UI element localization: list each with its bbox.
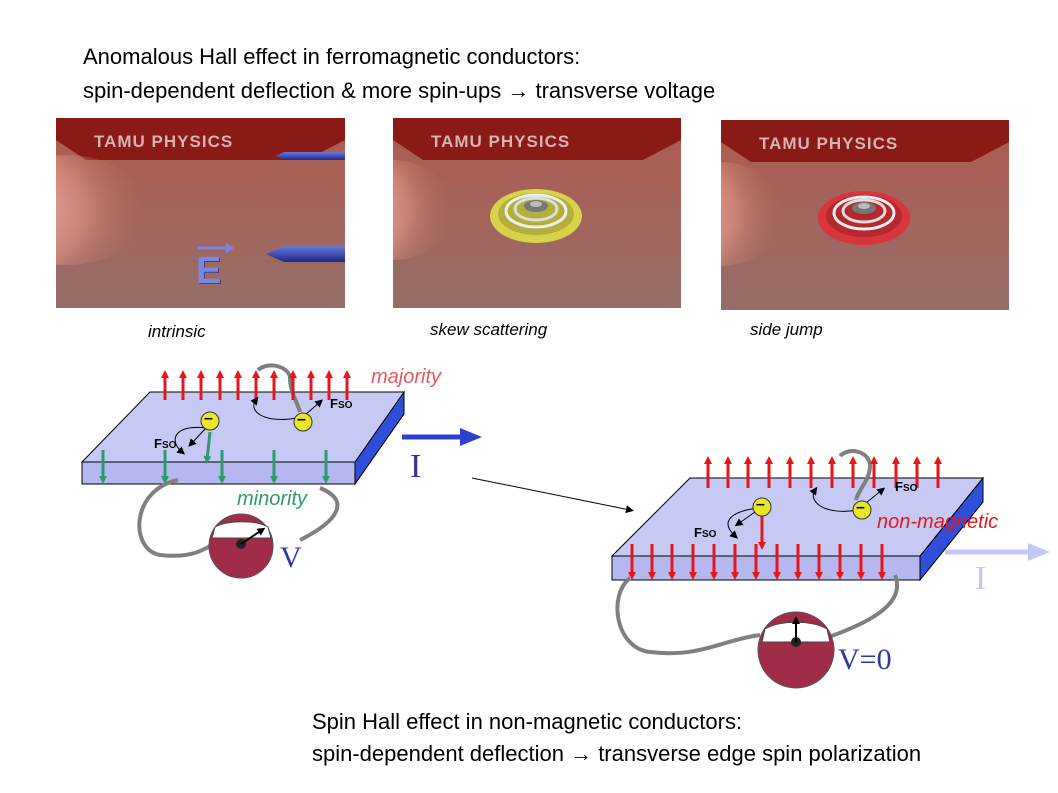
wire (838, 449, 873, 501)
up-spin-arrows-right (704, 456, 942, 488)
right-electrons (727, 486, 886, 550)
current-arrow-left (402, 428, 482, 446)
current-label-right: I (975, 560, 987, 597)
force-subscript: SO (337, 400, 353, 411)
majority-label: majority (371, 366, 442, 388)
voltage-label-left: V (280, 541, 302, 574)
panel-skew-scattering: TAMU PHYSICS (393, 118, 681, 308)
down-spin-arrows-right (628, 544, 886, 580)
panel-banner: TAMU PHYSICS (431, 132, 571, 151)
aHE-title-line1: Anomalous Hall effect in ferromagnetic c… (83, 44, 581, 69)
voltage-label-right: V=0 (838, 643, 892, 676)
she-title-line1: Spin Hall effect in non-magnetic conduct… (312, 709, 743, 734)
wire (615, 576, 761, 656)
wire (299, 486, 340, 542)
minority-label: minority (237, 488, 308, 510)
panel-banner: TAMU PHYSICS (759, 134, 899, 153)
she-title-line2: spin-dependent deflection → transverse e… (312, 741, 922, 766)
electron-sign: – (756, 496, 765, 513)
voltmeter-left (208, 513, 274, 579)
force-subscript: SO (161, 440, 177, 451)
force-symbol: F (154, 436, 162, 451)
current-label-left: I (410, 448, 422, 485)
force-label-left-2: FSO (154, 436, 176, 451)
current-arrow-right (945, 543, 1050, 561)
force-subscript: SO (701, 529, 717, 540)
panel-side-jump: TAMU PHYSICS (721, 120, 1009, 310)
wire (819, 574, 900, 642)
electric-field-label: E (196, 250, 222, 292)
caption-side-jump: side jump (750, 320, 823, 339)
majority-spin-arrows (161, 370, 351, 400)
force-label-right-1: FSO (895, 479, 917, 494)
force-symbol: F (330, 396, 338, 411)
force-symbol: F (694, 525, 702, 540)
caption-intrinsic: intrinsic (148, 322, 206, 341)
aHE-title-line2: spin-dependent deflection & more spin-up… (83, 78, 716, 103)
force-label-left-1: FSO (330, 396, 352, 411)
minority-spin-arrows (99, 450, 330, 484)
electron-sign: – (297, 411, 306, 428)
left-slab (80, 390, 405, 486)
force-subscript: SO (902, 483, 918, 494)
force-label-right-2: FSO (694, 525, 716, 540)
electron-sign: – (204, 410, 213, 427)
voltmeter-right (757, 611, 835, 689)
connector-arrow (471, 477, 634, 514)
panel-banner: TAMU PHYSICS (94, 132, 234, 151)
force-symbol: F (895, 479, 903, 494)
electron-sign: – (856, 499, 865, 516)
panel-intrinsic: TAMU PHYSICS E (56, 118, 345, 308)
caption-skew-scattering: skew scattering (430, 320, 548, 339)
nonmagnetic-label: non-magnetic (877, 511, 999, 533)
wire (256, 363, 302, 413)
left-electrons (174, 396, 324, 464)
